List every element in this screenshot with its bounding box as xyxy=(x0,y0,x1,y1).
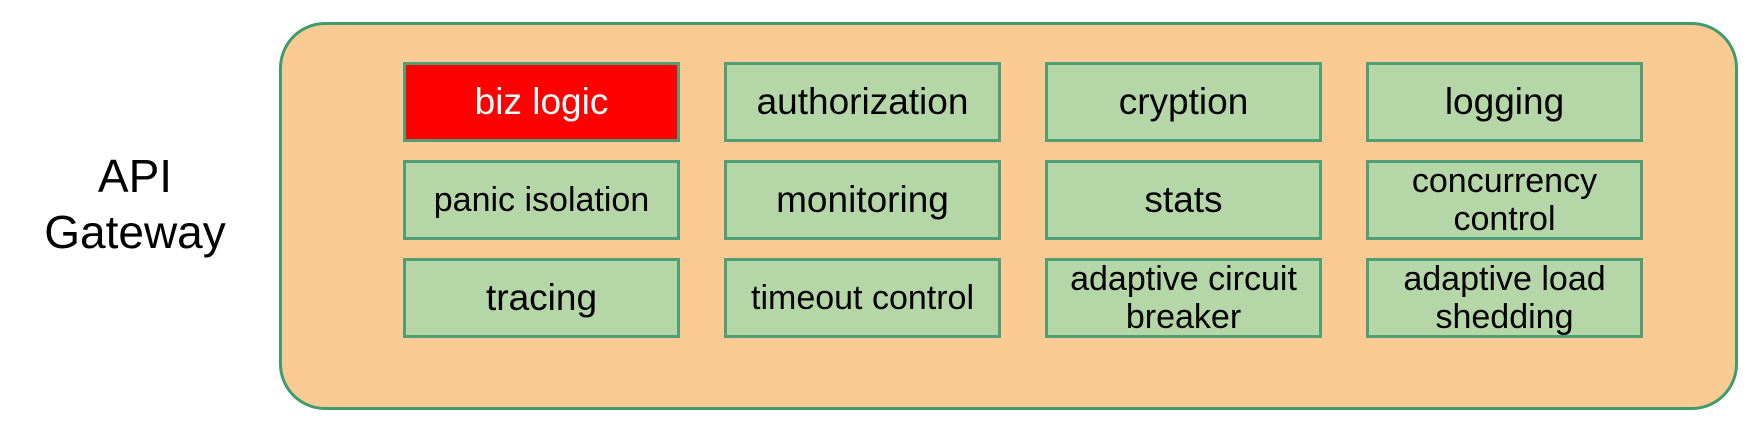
feature-box-stats[interactable]: stats xyxy=(1045,160,1322,240)
feature-box-adaptive-circuit-breaker[interactable]: adaptive circuit breaker xyxy=(1045,258,1322,338)
feature-box-logging[interactable]: logging xyxy=(1366,62,1643,142)
feature-box-cryption[interactable]: cryption xyxy=(1045,62,1322,142)
feature-grid: biz logic authorization cryption logging pan… xyxy=(403,62,1645,338)
feature-box-monitoring[interactable]: monitoring xyxy=(724,160,1001,240)
feature-box-authorization[interactable]: authorization xyxy=(724,62,1001,142)
feature-box-tracing[interactable]: tracing xyxy=(403,258,680,338)
feature-box-biz-logic[interactable]: biz logic xyxy=(403,62,680,142)
api-gateway-title: API Gateway xyxy=(44,150,226,258)
feature-box-panic-isolation[interactable]: panic isolation xyxy=(403,160,680,240)
feature-box-timeout-control[interactable]: timeout control xyxy=(724,258,1001,338)
feature-box-concurrency-control[interactable]: concurrency control xyxy=(1366,160,1643,240)
feature-box-adaptive-load-shedding[interactable]: adaptive load shedding xyxy=(1366,258,1643,338)
